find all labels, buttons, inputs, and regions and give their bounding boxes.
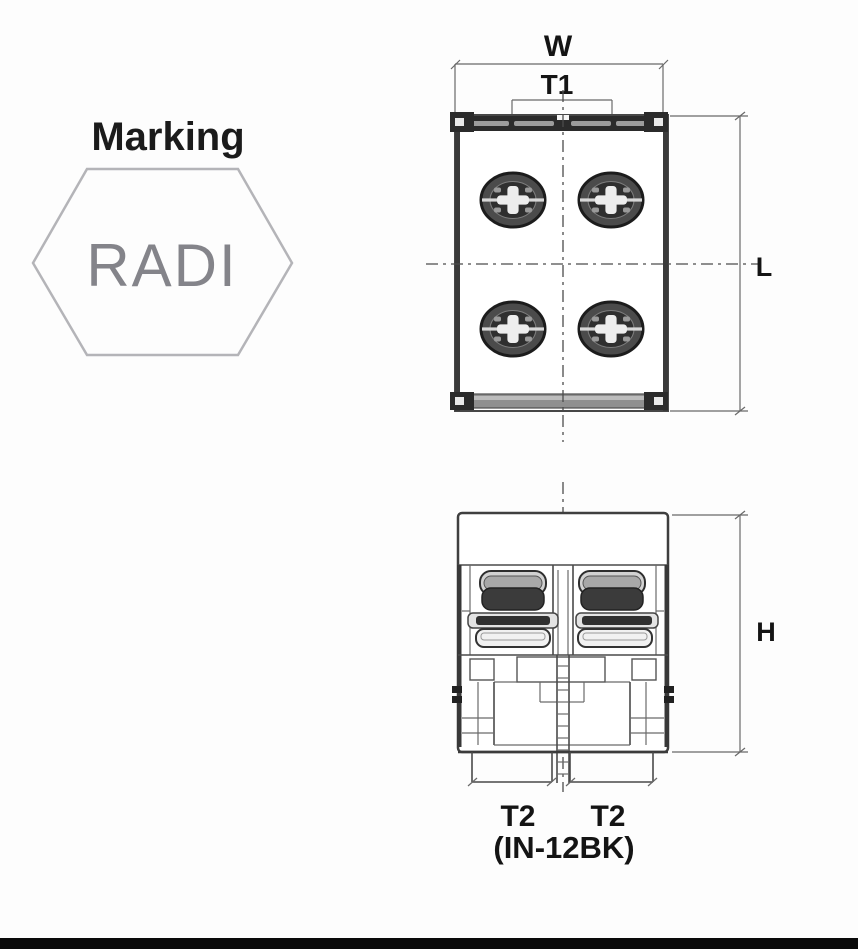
mounting-legs (467, 752, 658, 787)
dimension-w: W (450, 30, 669, 114)
screw-bottom-left-icon (479, 300, 547, 358)
dimension-h-label: H (756, 617, 776, 647)
dimension-w-label: W (544, 30, 573, 63)
terminal-clamp-section (462, 565, 664, 655)
dimension-t2-left-label: T2 (500, 800, 535, 833)
dimension-l: L (670, 111, 773, 416)
front-view: H T2 T2 (IN-12BK) (452, 482, 776, 865)
left-wire-clamp (467, 570, 559, 648)
dimension-h: H (672, 510, 776, 757)
right-wire-clamp (575, 570, 659, 648)
dimension-t1-label: T1 (541, 69, 574, 100)
marking-section: Marking RADI (31, 115, 294, 357)
footer-black-bar (0, 938, 858, 949)
variant-note: (IN-12BK) (493, 830, 634, 865)
marking-code: RADI (86, 232, 237, 299)
screw-bottom-right-icon (577, 300, 645, 358)
dimension-l-label: L (756, 252, 773, 282)
lower-mechanism-section (458, 654, 668, 783)
top-view-body (450, 112, 669, 412)
marking-title: Marking (91, 115, 244, 159)
marking-hexagon (31, 167, 294, 357)
screw-top-left-icon (479, 171, 547, 229)
dimension-t1: T1 (511, 69, 613, 172)
dimension-t2-right-label: T2 (590, 800, 625, 833)
screw-top-right-icon (577, 171, 645, 229)
top-view: W T1 (426, 30, 772, 442)
